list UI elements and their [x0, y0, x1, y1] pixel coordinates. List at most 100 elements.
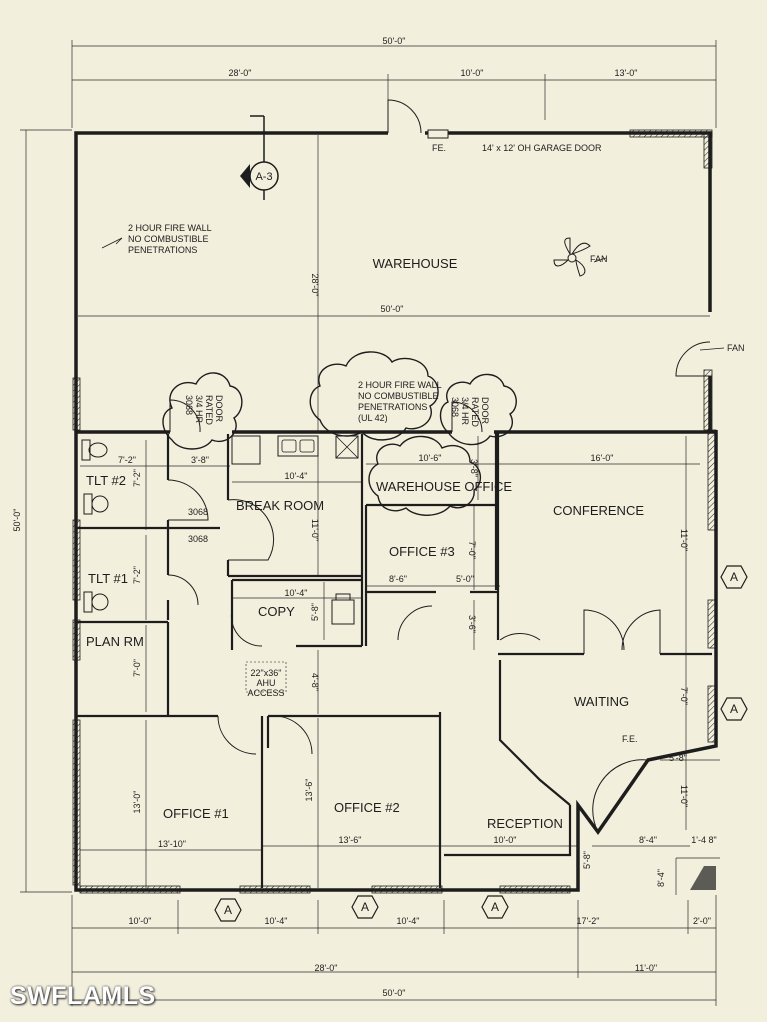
svg-text:28'-0": 28'-0": [229, 68, 252, 78]
svg-text:3/4 HR: 3/4 HR: [194, 395, 204, 424]
room-office1: OFFICE #1: [163, 806, 229, 821]
svg-text:DOOR: DOOR: [214, 395, 224, 423]
svg-text:13'-0": 13'-0": [132, 791, 142, 814]
svg-text:50'-0": 50'-0": [383, 988, 406, 998]
svg-text:28'-0": 28'-0": [315, 963, 338, 973]
svg-text:13'-0": 13'-0": [615, 68, 638, 78]
svg-text:50'-0": 50'-0": [383, 36, 406, 46]
svg-text:A: A: [224, 903, 232, 917]
svg-text:8'-4": 8'-4": [639, 835, 657, 845]
room-conference: CONFERENCE: [553, 503, 644, 518]
section-marker-icon: A-3: [240, 115, 279, 200]
room-office2: OFFICE #2: [334, 800, 400, 815]
svg-text:11'-0": 11'-0": [310, 519, 320, 541]
svg-text:50'-0": 50'-0": [381, 304, 404, 314]
svg-text:10'-4": 10'-4": [265, 916, 288, 926]
svg-text:7'-0": 7'-0": [679, 687, 689, 705]
section-tag: A-3: [255, 171, 272, 183]
ahu-access-note: 22"x36" AHU ACCESS: [247, 668, 284, 698]
walls: [72, 129, 718, 894]
svg-text:PENETRATIONS: PENETRATIONS: [128, 245, 197, 255]
svg-text:10'-0": 10'-0": [129, 916, 152, 926]
svg-text:5'-8": 5'-8": [669, 753, 687, 763]
svg-text:1'-4 8": 1'-4 8": [691, 835, 716, 845]
room-copy: COPY: [258, 604, 295, 619]
svg-text:3'-8": 3'-8": [469, 459, 479, 477]
svg-text:2'-0": 2'-0": [693, 916, 711, 926]
room-tlt2: TLT #2: [86, 473, 126, 488]
svg-text:2 HOUR FIRE WALL: 2 HOUR FIRE WALL: [128, 223, 212, 233]
svg-text:17'-2": 17'-2": [577, 916, 600, 926]
fire-extinguisher-note: FE.: [432, 143, 446, 153]
room-warehouse-office: WAREHOUSE OFFICE: [376, 479, 512, 494]
elevation-tag: A: [481, 895, 509, 919]
svg-text:3'-6": 3'-6": [467, 615, 477, 633]
room-waiting: WAITING: [574, 694, 629, 709]
elevation-tag: A: [720, 565, 748, 589]
svg-text:22"x36": 22"x36": [251, 668, 282, 678]
svg-text:16'-0": 16'-0": [591, 453, 614, 463]
dimension-labels: 50'-0" 28'-0" 10'-0" 13'-0" 50'-0" 28'-0…: [12, 36, 717, 998]
elevation-tag: A: [214, 898, 242, 922]
svg-text:7'-2": 7'-2": [118, 455, 136, 465]
svg-text:3'-8": 3'-8": [191, 455, 209, 465]
room-break-room: BREAK ROOM: [236, 498, 324, 513]
svg-text:10'-0": 10'-0": [461, 68, 484, 78]
room-office3: OFFICE #3: [389, 544, 455, 559]
svg-text:3068: 3068: [184, 395, 194, 415]
svg-text:5'-8": 5'-8": [310, 603, 320, 621]
room-tlt1: TLT #1: [88, 571, 128, 586]
fire-wall-note: 2 HOUR FIRE WALL NO COMBUSTIBLE PENETRAT…: [128, 223, 212, 255]
svg-text:AHU: AHU: [256, 678, 275, 688]
door-size-note: 3068: [188, 507, 208, 517]
garage-door-note: 14' x 12' OH GARAGE DOOR: [482, 143, 602, 153]
svg-text:5'-8": 5'-8": [582, 851, 592, 869]
svg-text:8'-4": 8'-4": [656, 869, 666, 887]
svg-text:10'-4": 10'-4": [397, 916, 420, 926]
fire-wall-note: 2 HOUR FIRE WALL NO COMBUSTIBLE PENETRAT…: [358, 380, 442, 423]
svg-text:8'-6": 8'-6": [389, 574, 407, 584]
svg-text:2 HOUR FIRE WALL: 2 HOUR FIRE WALL: [358, 380, 442, 390]
svg-text:7'-2": 7'-2": [132, 566, 142, 584]
door-size-note: 3068: [188, 534, 208, 544]
svg-text:50'-0": 50'-0": [12, 509, 22, 532]
svg-text:7'-0": 7'-0": [132, 659, 142, 677]
svg-text:10'-4": 10'-4": [285, 588, 308, 598]
svg-text:4'-8": 4'-8": [310, 673, 320, 691]
door-tag-note: 3068 3/4 HR RATED DOOR: [450, 397, 490, 427]
svg-text:13'-6": 13'-6": [339, 835, 362, 845]
svg-text:ACCESS: ACCESS: [247, 688, 284, 698]
elevation-tag: A: [351, 895, 379, 919]
door-tag-note: 3068 3/4 HR RATED DOOR: [184, 395, 224, 425]
svg-text:7'-2": 7'-2": [132, 469, 142, 487]
svg-text:7'-0": 7'-0": [467, 541, 477, 559]
svg-text:11'-0": 11'-0": [679, 529, 689, 551]
svg-text:RATED: RATED: [204, 395, 214, 425]
svg-text:(UL 42): (UL 42): [358, 413, 388, 423]
svg-text:A: A: [361, 900, 369, 914]
doors: [167, 99, 711, 833]
svg-text:28'-0": 28'-0": [310, 274, 320, 297]
svg-text:10'-0": 10'-0": [494, 835, 517, 845]
fire-extinguisher-note: F.E.: [622, 734, 638, 744]
svg-text:13'-6": 13'-6": [304, 779, 314, 802]
svg-text:5'-0": 5'-0": [456, 574, 474, 584]
svg-text:RATED: RATED: [470, 397, 480, 427]
svg-text:13'-10": 13'-10": [158, 839, 186, 849]
svg-text:11'-0": 11'-0": [635, 963, 657, 973]
room-plan-rm: PLAN RM: [86, 634, 144, 649]
revision-clouds: [162, 351, 517, 516]
ceiling-fan-icon: [553, 237, 591, 277]
svg-text:DOOR: DOOR: [480, 397, 490, 425]
watermark-logo: SWFLAMLS: [10, 982, 156, 1010]
svg-text:A: A: [491, 900, 499, 914]
svg-text:NO COMBUSTIBLE: NO COMBUSTIBLE: [128, 234, 209, 244]
svg-text:10'-6": 10'-6": [419, 453, 442, 463]
svg-text:A: A: [730, 702, 738, 716]
elevation-tag: A: [720, 697, 748, 721]
svg-text:3068: 3068: [450, 397, 460, 417]
svg-text:NO COMBUSTIBLE: NO COMBUSTIBLE: [358, 391, 439, 401]
room-warehouse: WAREHOUSE: [373, 256, 458, 271]
svg-text:PENETRATIONS: PENETRATIONS: [358, 402, 427, 412]
